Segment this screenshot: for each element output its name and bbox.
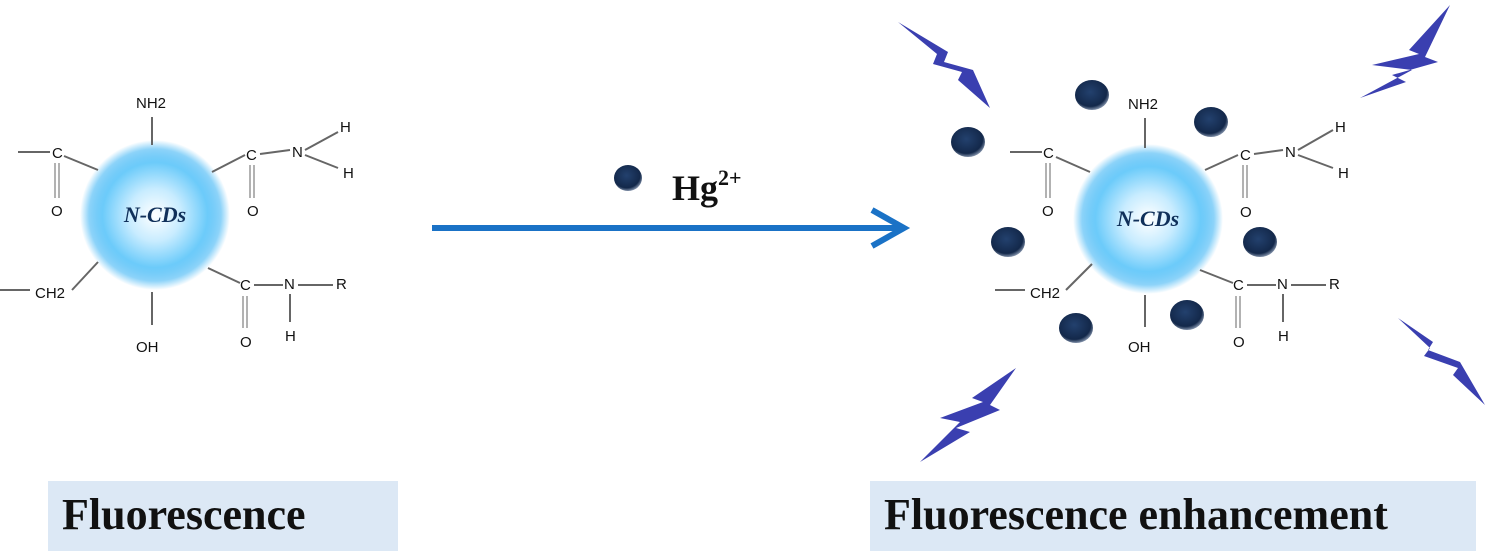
right-nh2-label: NH2 (1128, 96, 1158, 113)
left-o-label-2: O (247, 203, 259, 220)
reagent-ion-symbol: Hg (672, 168, 719, 208)
hg-ion-dot (1243, 227, 1277, 257)
left-c-label-3: C (240, 277, 251, 294)
right-c-label-3: C (1233, 277, 1244, 294)
right-o-label-2: O (1240, 204, 1252, 221)
right-h-label-2: H (1338, 165, 1349, 182)
hg-ion-dot (1170, 300, 1204, 330)
left-r-label: R (336, 276, 347, 293)
right-caption-box: Fluorescence enhancement (870, 481, 1476, 551)
lightning-icon (1360, 5, 1450, 98)
lightning-icon (1398, 318, 1485, 405)
right-n-label-2: N (1277, 276, 1288, 293)
right-n-label-1: N (1285, 144, 1296, 161)
lightning-icon (898, 22, 990, 108)
hg-ion-cluster (951, 80, 1277, 343)
right-h-label-3: H (1278, 328, 1289, 345)
lightning-bolts (898, 5, 1485, 462)
reagent-ion-charge: 2+ (718, 165, 742, 190)
right-o-label-1: O (1042, 203, 1054, 220)
left-c-label-2: C (246, 147, 257, 164)
right-ch2-label: CH2 (1030, 285, 1060, 302)
left-h-label-3: H (285, 328, 296, 345)
reagent-label: Hg2+ (672, 165, 742, 209)
left-h-label-1: H (340, 119, 351, 136)
left-o-label-1: O (51, 203, 63, 220)
lightning-icon (920, 368, 1016, 462)
reaction-arrow (432, 207, 911, 249)
hg-ion-legend-dot (614, 165, 642, 191)
left-o-label-3: O (240, 334, 252, 351)
left-c-label-1: C (52, 145, 63, 162)
left-caption-text: Fluorescence (62, 490, 306, 539)
left-nh2-label: NH2 (136, 95, 166, 112)
right-c-label-1: C (1043, 145, 1054, 162)
right-carbon-dot-core (1073, 144, 1223, 294)
left-h-label-2: H (343, 165, 354, 182)
right-c-label-2: C (1240, 147, 1251, 164)
right-core-label: N-CDs (1116, 206, 1179, 231)
right-h-label-1: H (1335, 119, 1346, 136)
hg-ion-dot (1075, 80, 1109, 110)
left-n-label-2: N (284, 276, 295, 293)
hg-ion-dot (1194, 107, 1228, 137)
right-o-label-3: O (1233, 334, 1245, 351)
left-ch2-label: CH2 (35, 285, 65, 302)
hg-ion-dot (1059, 313, 1093, 343)
left-core-label: N-CDs (123, 202, 186, 227)
left-molecule: N-CDs NH2 C O C O N H H CH2 OH C (0, 95, 354, 356)
hg-ion-dot (991, 227, 1025, 257)
right-caption-text: Fluorescence enhancement (884, 490, 1388, 539)
right-molecule: N-CDs NH2 C O C O N H H CH2 OH C O N R (995, 96, 1349, 356)
left-n-label-1: N (292, 144, 303, 161)
right-r-label: R (1329, 276, 1340, 293)
left-caption-box: Fluorescence (48, 481, 398, 551)
right-oh-label: OH (1128, 339, 1151, 356)
left-carbon-dot-core (80, 140, 230, 290)
left-oh-label: OH (136, 339, 159, 356)
hg-ion-dot (951, 127, 985, 157)
